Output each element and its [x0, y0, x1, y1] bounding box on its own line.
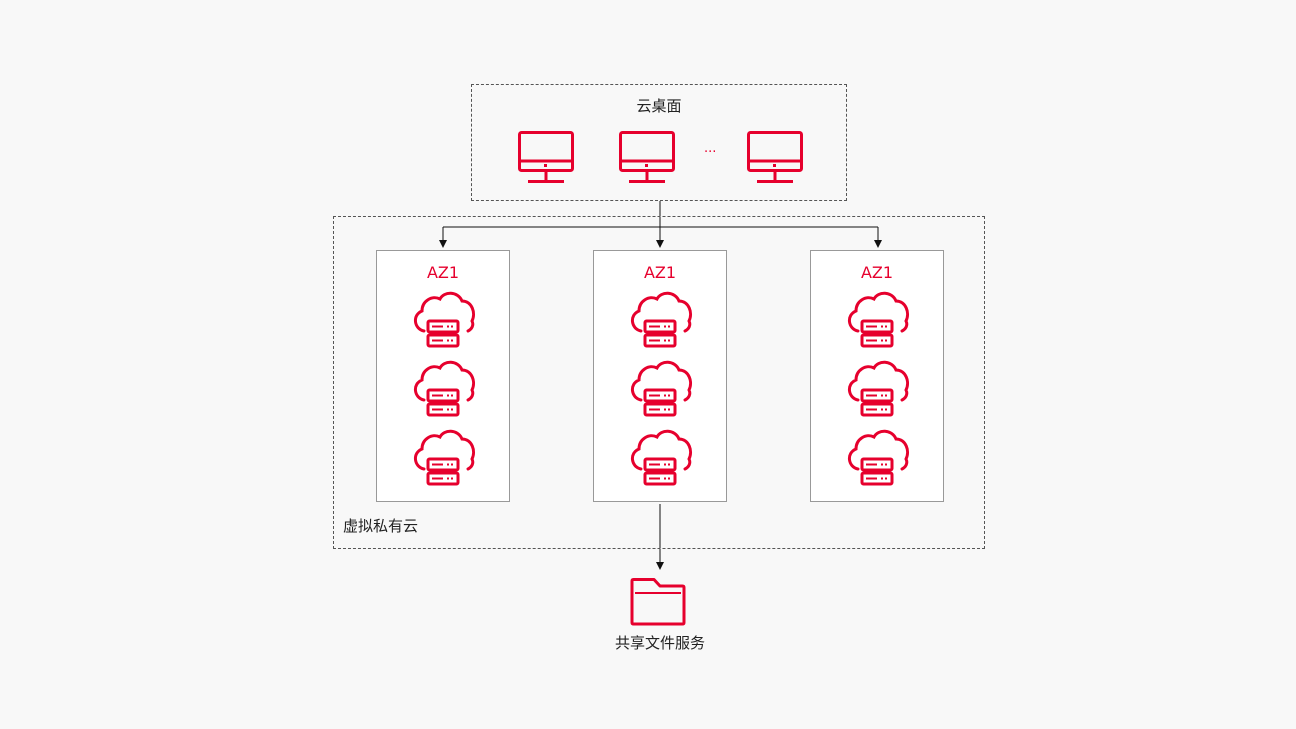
cloud-server-icon	[410, 360, 476, 420]
ellipsis: ...	[704, 141, 717, 156]
cloud-server-icon	[627, 291, 693, 351]
cloud-server-icon	[844, 360, 910, 420]
az-label: AZ1	[643, 263, 677, 282]
folder-icon	[630, 578, 686, 626]
az-label: AZ1	[860, 263, 894, 282]
availability-zone: AZ1	[810, 250, 944, 502]
vpc-label: 虚拟私有云	[343, 517, 419, 535]
az-label: AZ1	[426, 263, 460, 282]
availability-zone: AZ1	[376, 250, 510, 502]
vpc-group: 虚拟私有云	[333, 216, 985, 549]
cloud-server-icon	[844, 291, 910, 351]
cloud-server-icon	[844, 429, 910, 489]
cloud-desktop-group: 云桌面 ...	[471, 84, 847, 201]
monitor-icon	[619, 131, 675, 183]
storage-label: 共享文件服务	[614, 634, 705, 652]
monitor-icon	[747, 131, 803, 183]
cloud-desktop-title: 云桌面	[636, 97, 682, 115]
cloud-server-icon	[410, 429, 476, 489]
availability-zone: AZ1	[593, 250, 727, 502]
cloud-server-icon	[410, 291, 476, 351]
monitor-icon	[518, 131, 574, 183]
cloud-server-icon	[627, 360, 693, 420]
cloud-server-icon	[627, 429, 693, 489]
